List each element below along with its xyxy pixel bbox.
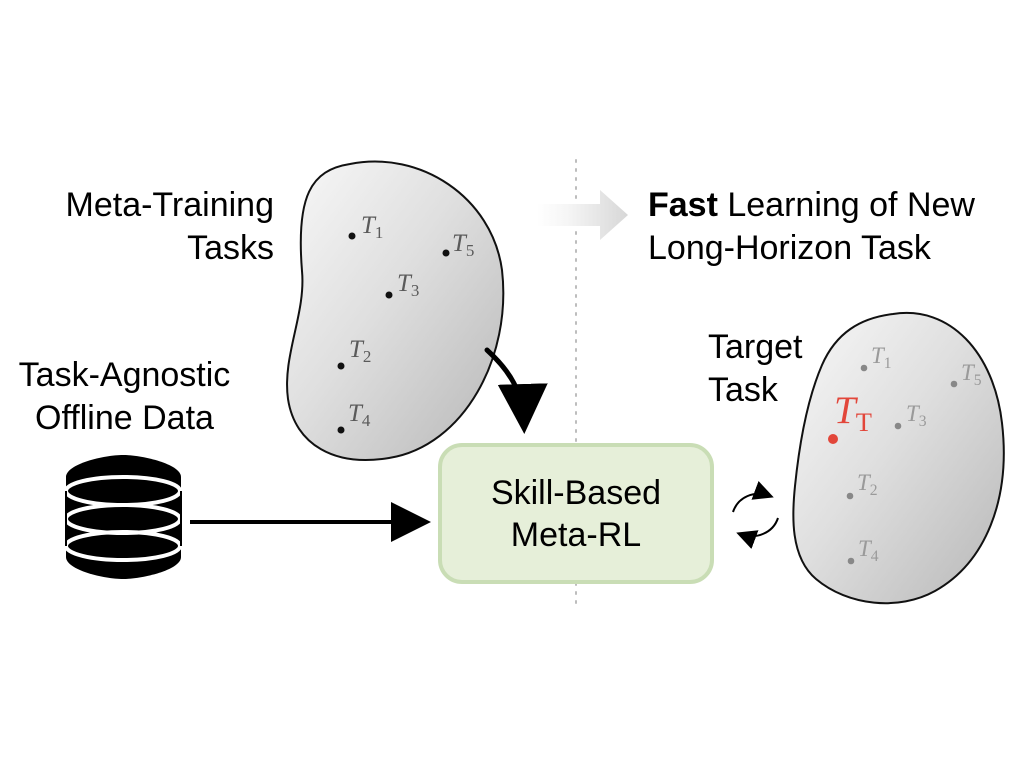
target-task-label: T4 xyxy=(858,536,879,565)
meta-task-dot xyxy=(385,291,393,299)
target-task-label: T1 xyxy=(871,343,892,372)
target-task-label: T3 xyxy=(906,401,927,430)
fast-learning-rest: Learning of New xyxy=(717,186,975,224)
meta-task-label: T1 xyxy=(361,212,383,242)
highlighted-target-dot xyxy=(828,434,838,444)
fast-learning-bold: Fast xyxy=(648,186,718,224)
task-agnostic-line-2: Offline Data xyxy=(35,399,214,437)
fast-learning-line-2: Long-Horizon Task xyxy=(648,229,931,267)
meta-training-line-1: Meta-Training xyxy=(65,186,274,224)
meta-task-label: T3 xyxy=(397,270,419,300)
highlighted-target-label: TT xyxy=(834,389,872,437)
target-task-label: T5 xyxy=(961,360,982,389)
database-icon xyxy=(64,455,182,579)
meta-task-label: T5 xyxy=(452,230,474,260)
skill-based-meta-rl-box: Skill-Based Meta-RL xyxy=(438,443,714,584)
target-task-blob xyxy=(792,311,1005,605)
meta-task-label: T4 xyxy=(348,400,371,430)
meta-training-to-skill-arrow xyxy=(484,347,548,434)
target-task-dot xyxy=(847,557,855,565)
meta-task-label: T2 xyxy=(349,336,371,366)
target-task-dot xyxy=(894,422,902,430)
target-task-dot xyxy=(950,380,958,388)
skill-box-line-2: Meta-RL xyxy=(510,515,642,554)
meta-task-dot xyxy=(337,362,345,370)
target-task-line-2: Task xyxy=(708,371,778,409)
fast-learning-label: Fast Learning of New Long-Horizon Task xyxy=(648,184,975,270)
skill-box-text: Skill-Based Meta-RL xyxy=(491,472,661,556)
task-agnostic-line-1: Task-Agnostic xyxy=(18,356,231,394)
fast-learning-line-1: Fast Learning of New xyxy=(648,184,975,227)
task-agnostic-label: Task-Agnostic Offline Data xyxy=(7,354,242,440)
meta-training-label: Meta-Training Tasks xyxy=(50,184,274,270)
target-task-text: Target Task xyxy=(708,326,803,412)
feedback-cycle-icon xyxy=(732,481,779,549)
meta-task-dot xyxy=(337,426,345,434)
target-task-line-1: Target xyxy=(708,328,803,366)
target-task-label: T2 xyxy=(857,470,878,499)
skill-box-line-1: Skill-Based xyxy=(490,473,662,512)
meta-training-task-blob xyxy=(286,160,505,461)
target-task-dot xyxy=(860,364,868,372)
meta-task-dot xyxy=(442,249,450,257)
target-task-dot xyxy=(846,492,854,500)
meta-training-line-2: Tasks xyxy=(187,229,274,267)
meta-task-dot xyxy=(348,232,356,240)
fast-learning-arrow xyxy=(537,190,628,240)
